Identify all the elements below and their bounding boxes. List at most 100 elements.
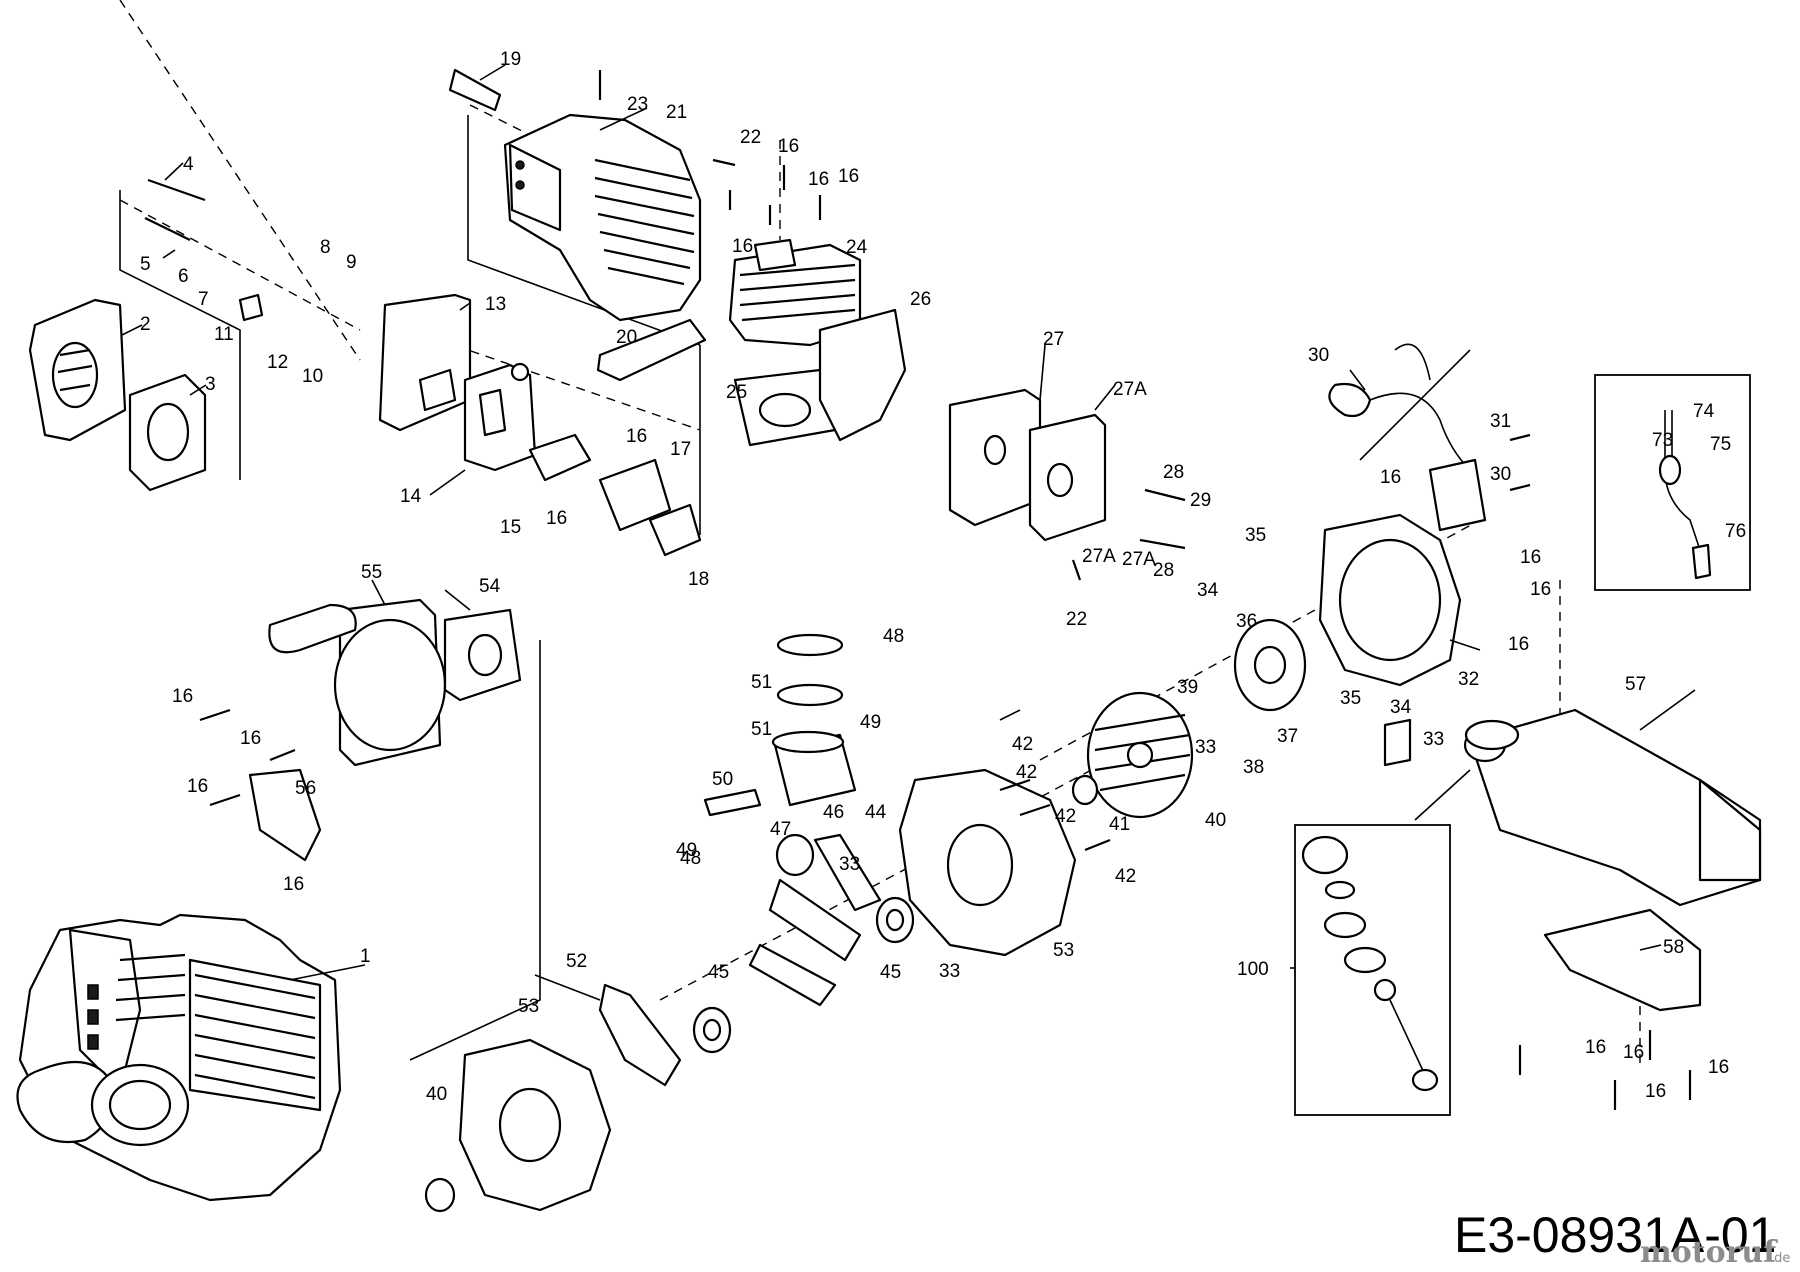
callout-label: 4 bbox=[183, 154, 194, 175]
clutch bbox=[1233, 618, 1307, 712]
callout-label: 53 bbox=[518, 996, 539, 1017]
callout-label: 16 bbox=[838, 166, 859, 187]
callout-label: 35 bbox=[1340, 688, 1361, 709]
insulator-gaskets bbox=[528, 433, 702, 557]
callout-label: 73 bbox=[1652, 430, 1673, 451]
callout-label: 26 bbox=[910, 289, 931, 310]
callout-label: 51 bbox=[751, 672, 772, 693]
callout-label: 16 bbox=[283, 874, 304, 895]
callout-label: 21 bbox=[666, 102, 687, 123]
callout-label: 16 bbox=[778, 136, 799, 157]
callout-labels: 1 2 3 4 5 6 7 8 9 10 11 12 13 14 15 16 1… bbox=[140, 49, 1746, 1105]
starter-bracket bbox=[248, 768, 322, 862]
callout-label: 27 bbox=[1043, 329, 1064, 350]
callout-label: 14 bbox=[400, 486, 422, 507]
muffler bbox=[948, 388, 1107, 542]
callout-label: 33 bbox=[939, 961, 960, 982]
callout-label: 100 bbox=[1237, 959, 1269, 980]
engine-assembly bbox=[16, 913, 342, 1202]
callout-label: 20 bbox=[616, 327, 637, 348]
callout-label: 50 bbox=[712, 769, 733, 790]
callout-label: 76 bbox=[1725, 521, 1746, 542]
screws bbox=[144, 68, 1692, 1110]
callout-label: 30 bbox=[1490, 464, 1511, 485]
seal-41-upper bbox=[1071, 774, 1099, 806]
callout-label: 44 bbox=[865, 802, 887, 823]
callout-label: 28 bbox=[1163, 462, 1184, 483]
base-gaskets bbox=[596, 308, 907, 447]
air-filter-element bbox=[128, 373, 207, 492]
callout-label: 13 bbox=[485, 294, 506, 315]
callout-label: 16 bbox=[732, 236, 753, 257]
callout-label: 42 bbox=[1016, 762, 1037, 783]
callout-label: 54 bbox=[479, 576, 501, 597]
fuel-line-inset bbox=[1594, 374, 1751, 591]
callout-label: 16 bbox=[187, 776, 208, 797]
callout-label: 28 bbox=[1153, 560, 1174, 581]
callout-label: 16 bbox=[1530, 579, 1551, 600]
recoil-starter bbox=[268, 598, 447, 767]
callout-label: 34 bbox=[1390, 697, 1412, 718]
filter-base bbox=[378, 293, 472, 432]
callout-label: 16 bbox=[1708, 1057, 1729, 1078]
callout-label: 34 bbox=[1197, 580, 1219, 601]
callout-label: 16 bbox=[1520, 547, 1541, 568]
seal-41-lower bbox=[424, 1177, 456, 1213]
callout-label: 31 bbox=[1490, 411, 1511, 432]
ignition-coil bbox=[1328, 343, 1487, 532]
callout-label: 39 bbox=[1177, 677, 1198, 698]
callout-label: 40 bbox=[1205, 810, 1226, 831]
callout-label: 32 bbox=[1458, 669, 1479, 690]
callout-label: 16 bbox=[1645, 1081, 1666, 1102]
fan-housing bbox=[1318, 513, 1462, 687]
callout-label: 33 bbox=[1195, 737, 1216, 758]
callout-label: 55 bbox=[361, 562, 382, 583]
callout-label: 8 bbox=[320, 237, 331, 258]
cylinder-shroud bbox=[503, 113, 702, 322]
flywheel bbox=[1086, 691, 1194, 819]
callout-label: 42 bbox=[1055, 806, 1076, 827]
callout-label: 57 bbox=[1625, 674, 1646, 695]
callout-label: 37 bbox=[1277, 726, 1298, 747]
callout-label: 49 bbox=[676, 840, 697, 861]
callout-label: 16 bbox=[546, 508, 567, 529]
callout-label: 16 bbox=[1623, 1042, 1644, 1063]
callout-label: 24 bbox=[846, 237, 868, 258]
piston-rings bbox=[776, 633, 844, 707]
callout-label: 53 bbox=[1053, 940, 1074, 961]
callout-label: 17 bbox=[670, 439, 691, 460]
callout-label: 16 bbox=[1508, 634, 1529, 655]
callout-label: 45 bbox=[708, 962, 729, 983]
bearing-45-upper bbox=[875, 896, 915, 944]
callout-label: 16 bbox=[240, 728, 261, 749]
tank-bracket bbox=[1543, 908, 1702, 1012]
callout-label: 18 bbox=[688, 569, 709, 590]
callout-label: 36 bbox=[1236, 611, 1257, 632]
callout-label: 74 bbox=[1693, 401, 1715, 422]
callout-label: 7 bbox=[198, 289, 209, 310]
callout-label: 12 bbox=[267, 352, 288, 373]
watermark-tld: .de bbox=[1770, 1251, 1790, 1266]
callout-label: 11 bbox=[214, 324, 234, 345]
callout-label: 19 bbox=[500, 49, 521, 70]
clip-33 bbox=[1383, 718, 1412, 767]
watermark-brand: motoruf bbox=[1640, 1235, 1778, 1270]
callout-label: 29 bbox=[1190, 490, 1211, 511]
callout-label: 56 bbox=[295, 778, 316, 799]
callout-label: 23 bbox=[627, 94, 648, 115]
callout-label: 25 bbox=[726, 382, 747, 403]
callout-label: 2 bbox=[140, 314, 151, 335]
crankcase-gasket bbox=[598, 983, 682, 1087]
callout-label: 51 bbox=[751, 719, 772, 740]
callout-label: 27A bbox=[1113, 379, 1147, 400]
callout-label: 22 bbox=[1066, 609, 1087, 630]
callout-label: 45 bbox=[880, 962, 901, 983]
callout-label: 27A bbox=[1122, 549, 1156, 570]
callout-label: 16 bbox=[1380, 467, 1401, 488]
callout-label: 1 bbox=[360, 946, 371, 967]
callout-label: 75 bbox=[1710, 434, 1731, 455]
callout-label: 47 bbox=[770, 819, 791, 840]
callout-label: 48 bbox=[883, 626, 904, 647]
fuel-tank-cap bbox=[1464, 719, 1520, 751]
